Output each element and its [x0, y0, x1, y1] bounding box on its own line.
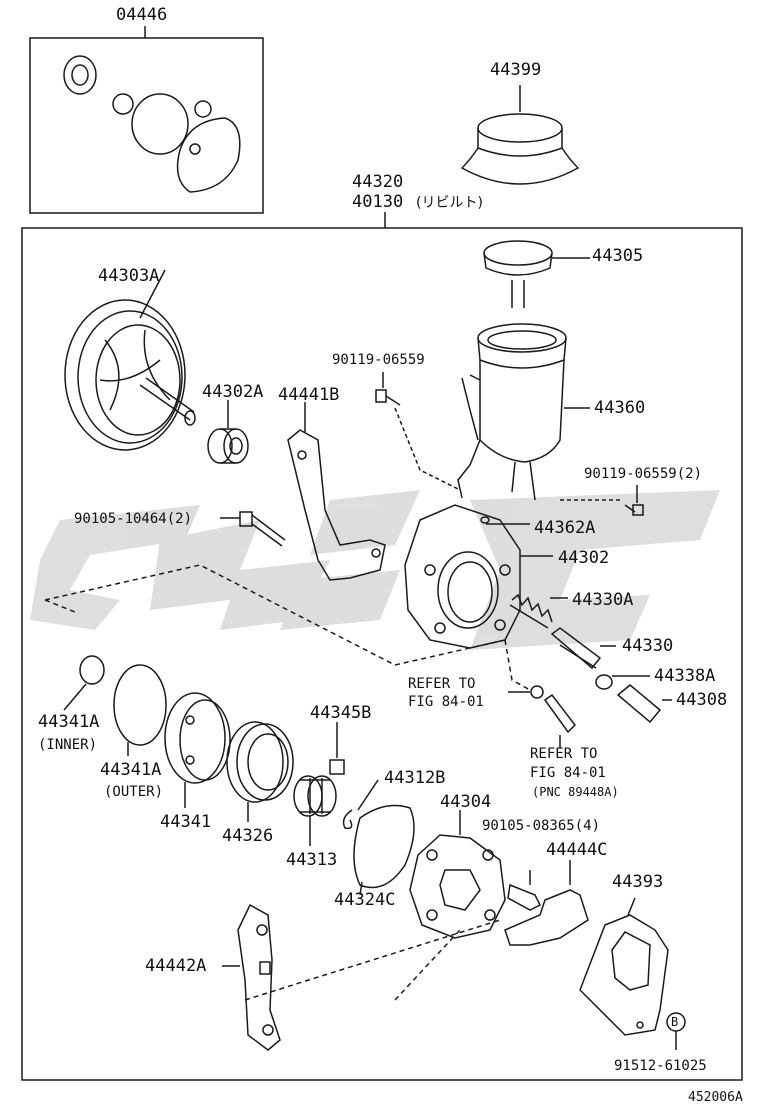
label-fig-84-01-1: FIG 84-01	[408, 694, 484, 710]
label-inner: (INNER)	[38, 737, 98, 753]
bracket-44393	[579, 897, 669, 1036]
label-44304: 44304	[440, 792, 492, 812]
label-44326: 44326	[222, 826, 274, 846]
bolt-90119-06559	[375, 372, 461, 491]
bolt-90105-08365	[507, 870, 542, 911]
label-44360: 44360	[594, 398, 646, 418]
label-44313: 44313	[286, 850, 338, 870]
label-outer: (OUTER)	[104, 784, 164, 800]
diagram-id: 452006A	[688, 1090, 743, 1105]
spring-44330A	[509, 593, 568, 629]
bearing-44302A	[207, 400, 249, 464]
pulley-44303A	[64, 269, 196, 451]
vane-44345B	[329, 759, 345, 775]
label-44305: 44305	[592, 246, 644, 266]
reservoir-44360	[457, 323, 590, 501]
label-90119-06559: 90119-06559	[332, 352, 425, 368]
label-04446: 04446	[116, 5, 168, 25]
label-refer-to-2: REFER TO	[530, 746, 598, 762]
pump-assembly-box	[21, 227, 743, 1081]
label-44338A: 44338A	[654, 666, 716, 686]
label-44442A: 44442A	[145, 956, 207, 976]
label-91512-61025: 91512-61025	[614, 1058, 707, 1074]
kit-box-04446	[29, 37, 264, 214]
label-44303A: 44303A	[98, 266, 160, 286]
bolt-90119-06559-2	[560, 485, 644, 516]
bracket-44441B	[287, 402, 386, 581]
label-44362A: 44362A	[534, 518, 596, 538]
kit-o-ring-tiny	[194, 100, 212, 118]
kit-o-ring-small	[112, 93, 134, 115]
bracket-44442A	[222, 903, 281, 1051]
label-pnc-89448a: (PNC 89448A)	[532, 785, 619, 799]
snap-ring-44312B	[342, 809, 353, 830]
label-44330: 44330	[622, 636, 674, 656]
label-90105-08365: 90105-08365(4)	[482, 818, 601, 834]
plug-44308	[616, 684, 672, 724]
label-refer-to-1: REFER TO	[408, 676, 476, 692]
o-ring-outer-44341A	[113, 664, 167, 746]
label-44444C: 44444C	[546, 840, 608, 860]
kit-o-ring-medium	[131, 93, 189, 155]
label-40130-note: (リビルト)	[416, 195, 483, 211]
label-90105-10464: 90105-10464(2)	[74, 511, 193, 527]
bolt-90105-10464	[220, 511, 286, 547]
label-44345B: 44345B	[310, 703, 372, 723]
label-90119-06559-2: 90119-06559(2)	[584, 466, 703, 482]
rotor-44313	[293, 775, 337, 846]
o-ring-44338A	[595, 674, 613, 690]
label-44341A-inner: 44341A	[38, 712, 100, 732]
plate-44341	[164, 692, 231, 808]
o-ring-inner-44341A	[79, 655, 105, 685]
label-44393: 44393	[612, 872, 664, 892]
circle-b-label: B	[671, 1015, 679, 1029]
label-44308: 44308	[676, 690, 728, 710]
kit-oil-seal	[63, 55, 97, 95]
reservoir-cap-44399	[460, 85, 580, 185]
label-44341A-outer: 44341A	[100, 760, 162, 780]
filler-cap-44305	[483, 240, 590, 308]
label-44341: 44341	[160, 812, 212, 832]
label-44312B: 44312B	[384, 768, 446, 788]
gasket-44324C	[353, 804, 415, 889]
label-44441B: 44441B	[278, 385, 340, 405]
bracket-44444C	[504, 860, 589, 946]
label-40130: 40130	[352, 192, 404, 212]
cam-ring-44326	[226, 721, 294, 822]
label-44320: 44320	[352, 172, 404, 192]
label-44330A: 44330A	[572, 590, 634, 610]
label-44302: 44302	[558, 548, 610, 568]
label-44324C: 44324C	[334, 890, 396, 910]
valve-44330	[550, 627, 616, 670]
cover-44304	[409, 810, 506, 939]
fitting-89448A	[508, 685, 576, 748]
label-44302A: 44302A	[202, 382, 264, 402]
label-44399: 44399	[490, 60, 542, 80]
label-fig-84-01-2: FIG 84-01	[530, 765, 606, 781]
kit-gasket	[176, 117, 241, 193]
